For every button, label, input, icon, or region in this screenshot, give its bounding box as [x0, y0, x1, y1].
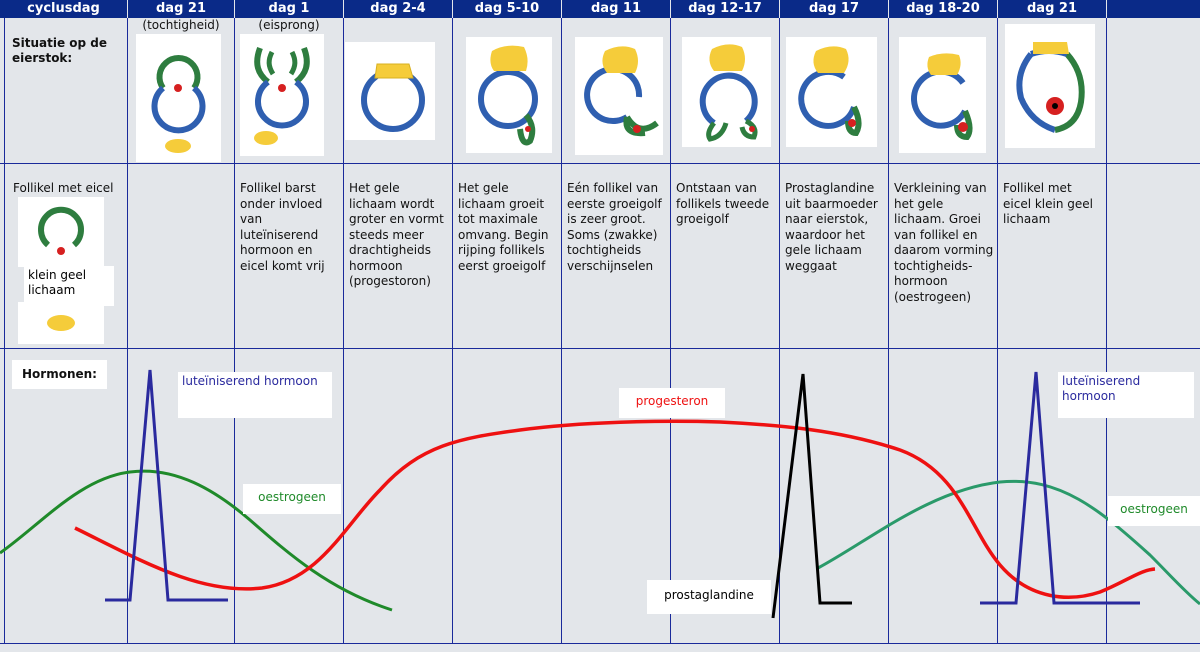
row-label-situatie: Situatie op de eierstok:: [12, 36, 108, 65]
grid-vline: [1106, 18, 1107, 644]
header-dag1: dag 1: [235, 0, 343, 18]
header-label: dag 21: [1026, 1, 1077, 16]
legend-geel-image: [18, 302, 104, 344]
grid-vline: [997, 18, 998, 644]
header-dag21-b: dag 21: [998, 0, 1106, 18]
ovary-image-dag21-a: [136, 34, 221, 162]
ovary-image-dag1: [240, 34, 324, 156]
desc-dag21-b: Follikel met eicel klein geel lichaam: [1003, 181, 1093, 226]
ovary-image-dag21-b: [1005, 24, 1095, 148]
sub-eisprong: (eisprong): [258, 18, 320, 32]
grid-vline: [127, 18, 128, 644]
ovary-image-dag11: [575, 37, 663, 155]
grid-hline: [0, 643, 1200, 644]
desc-dag1: Follikel barst onder invloed van luteïni…: [240, 181, 325, 273]
header-label: dag 12-17: [688, 1, 762, 16]
ovary-image-dag18-20: [899, 37, 986, 153]
ovary-image-dag2-4: [345, 42, 435, 140]
sub-tochtigheid: (tochtigheid): [142, 18, 220, 32]
grid-vline: [234, 18, 235, 644]
header-label: dag 17: [808, 1, 859, 16]
desc-dag12-17: Ontstaan van follikels tweede groeigolf: [676, 181, 770, 226]
header-dag2-4: dag 2-4: [344, 0, 452, 18]
header-label: dag 18-20: [906, 1, 980, 16]
grid-vline: [888, 18, 889, 644]
grid-vline: [779, 18, 780, 644]
header-dag5-10: dag 5-10: [453, 0, 561, 18]
lh-peak-1: [105, 369, 228, 602]
oestrogeen-curve-1: [0, 469, 393, 612]
desc-dag17: Prostaglandine uit baarmoeder naar eiers…: [785, 181, 878, 273]
label-prostaglandine: prostaglandine: [647, 580, 771, 614]
header-label: dag 2-4: [370, 1, 426, 16]
header-label: dag 11: [590, 1, 641, 16]
grid-hline: [0, 163, 1200, 164]
progesteron-curve: [74, 419, 1156, 599]
desc-dag18-20: Verkleining van het gele lichaam. Groei …: [894, 181, 994, 304]
header-label: cyclusdag: [27, 1, 100, 16]
legend-follikel-text: Follikel met eicel: [13, 181, 114, 195]
header-dag21-a: dag 21: [128, 0, 234, 18]
header-dag17: dag 17: [780, 0, 888, 18]
legend-follikel-image: [18, 197, 104, 267]
prostaglandine-peak: [771, 373, 852, 619]
row-label-hormonen: Hormonen:: [12, 360, 107, 389]
oestrogeen-curve-2: [817, 479, 1200, 606]
grid-vline: [343, 18, 344, 644]
label-oestrogeen-2: oestrogeen: [1108, 496, 1200, 526]
label-lh-1: luteïniserend hormoon: [178, 372, 332, 418]
grid-hline: [0, 348, 1200, 349]
label-lh-2: luteïniserend hormoon: [1058, 372, 1194, 418]
header-cyclusdag: cyclusdag: [0, 0, 127, 18]
lh-peak-2: [980, 371, 1140, 605]
grid-vline: [561, 18, 562, 644]
ovary-image-dag17: [786, 37, 877, 147]
header-empty: [1107, 0, 1200, 18]
legend-geel-text: klein geel lichaam: [24, 266, 114, 306]
desc-dag5-10: Het gele lichaam groeit tot maximale omv…: [458, 181, 549, 273]
header-dag12-17: dag 12-17: [671, 0, 779, 18]
header-label: dag 5-10: [474, 1, 540, 16]
grid-vline: [452, 18, 453, 644]
desc-dag2-4: Het gele lichaam wordt groter en vormt s…: [349, 181, 444, 288]
desc-dag11: Eén follikel van eerste groeigolf is zee…: [567, 181, 662, 273]
header-label: dag 21: [155, 1, 206, 16]
grid-vline: [670, 18, 671, 644]
ovary-image-dag12-17: [682, 37, 771, 147]
grid-vline: [4, 18, 5, 644]
label-progesteron: progesteron: [619, 388, 725, 418]
label-oestrogeen-1: oestrogeen: [243, 484, 341, 514]
ovary-image-dag5-10: [466, 37, 552, 153]
header-dag11: dag 11: [562, 0, 670, 18]
header-dag18-20: dag 18-20: [889, 0, 997, 18]
header-label: dag 1: [268, 1, 310, 16]
